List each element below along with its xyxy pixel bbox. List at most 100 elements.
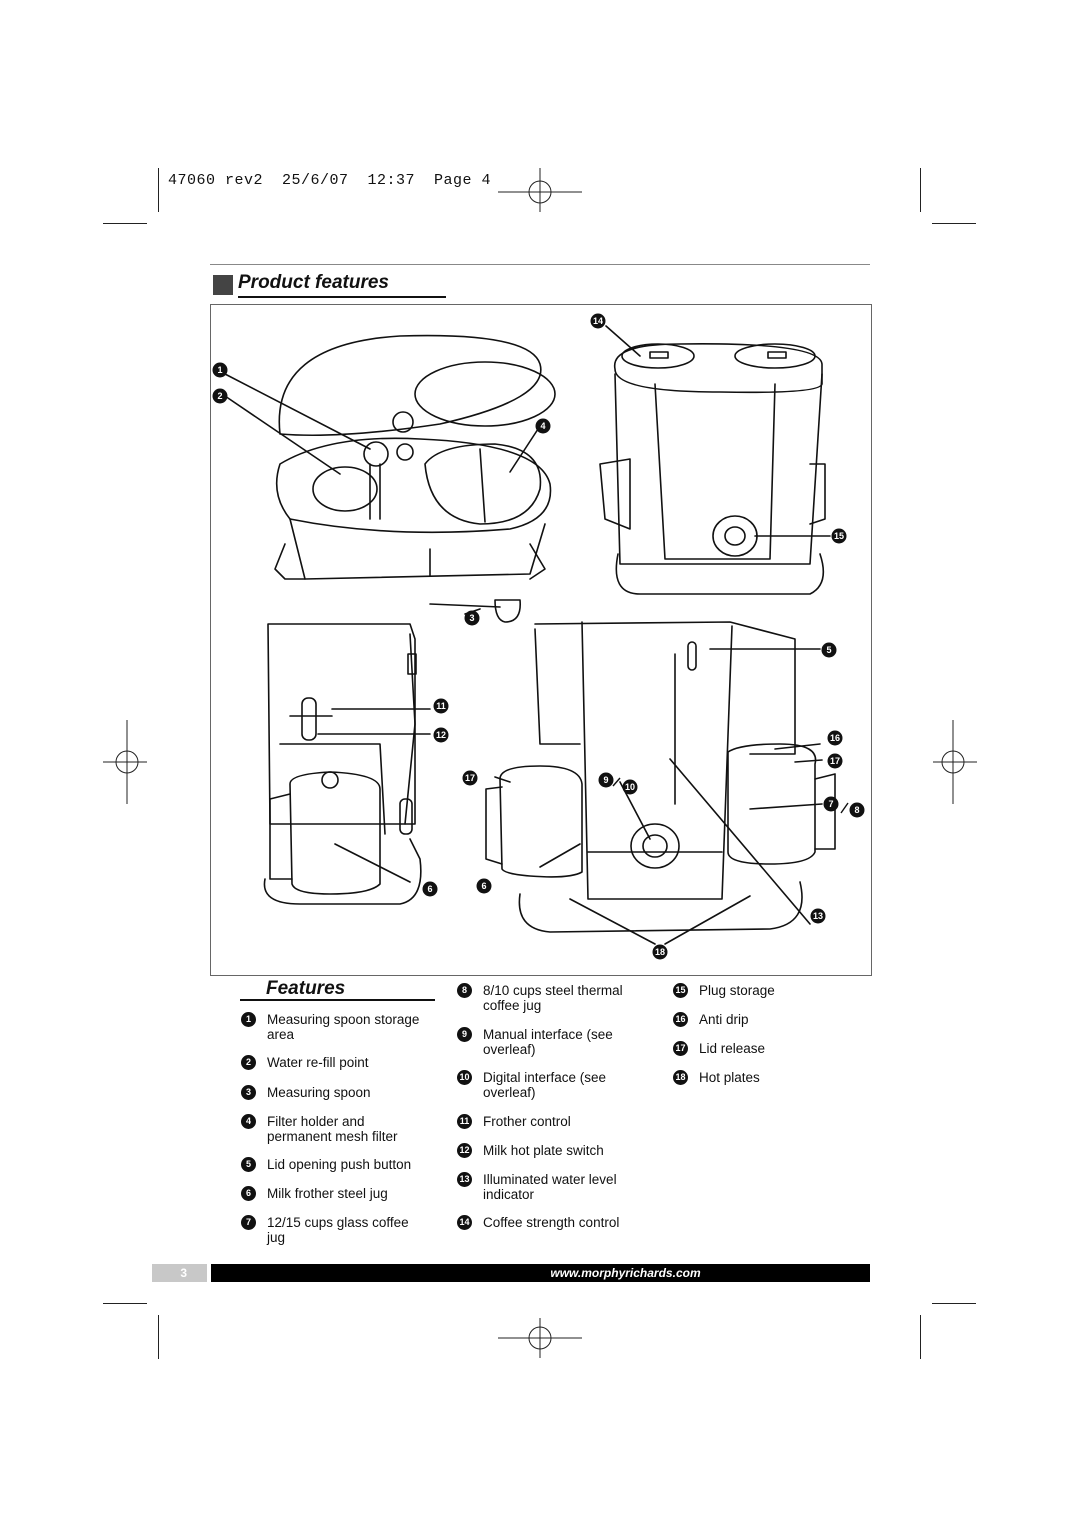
feature-item: 9 Manual interface (see overleaf): [457, 1027, 613, 1057]
svg-text:7: 7: [828, 799, 833, 809]
feature-text: Lid release: [699, 1041, 766, 1056]
callout-15: 15: [831, 528, 847, 544]
product-illustration-frame: [210, 304, 872, 976]
svg-text:6: 6: [481, 881, 486, 891]
feature-item: 6 Milk frother steel jug: [241, 1186, 388, 1201]
callout-7: 7: [823, 796, 839, 812]
feature-text: Lid opening push button: [267, 1157, 412, 1172]
feature-item: 17 Lid release: [673, 1041, 765, 1056]
feature-item: 4 Filter holder and permanent mesh filte…: [241, 1114, 398, 1144]
svg-text:17: 17: [465, 773, 475, 783]
feature-number: 3: [241, 1085, 256, 1100]
feature-text: Water re-fill point: [267, 1055, 369, 1070]
feature-number: 5: [241, 1157, 256, 1172]
feature-item: 8 8/10 cups steel thermal coffee jug: [457, 983, 623, 1013]
feature-number: 8: [457, 983, 472, 998]
header-rule: [210, 264, 870, 265]
svg-text:6: 6: [427, 884, 432, 894]
feature-item: 7 12/15 cups glass coffee jug: [241, 1215, 409, 1245]
feature-text: Manual interface (see overleaf): [483, 1027, 613, 1057]
features-underline: [240, 999, 435, 1001]
feature-text: Filter holder and permanent mesh filter: [267, 1114, 398, 1144]
svg-text:16: 16: [830, 733, 840, 743]
callout-17a: 17: [827, 753, 843, 769]
svg-text:2: 2: [217, 391, 222, 401]
callout-4: 4: [535, 418, 551, 434]
page-title: Product features: [238, 272, 389, 293]
svg-text:4: 4: [540, 421, 545, 431]
svg-text:1: 1: [217, 365, 222, 375]
feature-item: 12 Milk hot plate switch: [457, 1143, 604, 1158]
svg-text:8: 8: [854, 805, 859, 815]
feature-number: 17: [673, 1041, 688, 1056]
feature-number: 16: [673, 1012, 688, 1027]
svg-text:12: 12: [436, 730, 446, 740]
print-slug: 47060 rev2 25/6/07 12:37 Page 4: [168, 172, 492, 189]
callout-13: 13: [810, 908, 826, 924]
feature-item: 1 Measuring spoon storage area: [241, 1012, 419, 1042]
feature-text: Illuminated water level indicator: [483, 1172, 617, 1202]
feature-number: 18: [673, 1070, 688, 1085]
feature-number: 15: [673, 983, 688, 998]
feature-text: Plug storage: [699, 983, 775, 998]
callout-12: 12: [433, 727, 449, 743]
feature-number: 14: [457, 1215, 472, 1230]
callout-3: 3: [464, 610, 480, 626]
feature-number: 9: [457, 1027, 472, 1042]
svg-text:3: 3: [469, 613, 474, 623]
feature-item: 13 Illuminated water level indicator: [457, 1172, 617, 1202]
feature-item: 5 Lid opening push button: [241, 1157, 411, 1172]
feature-text: Hot plates: [699, 1070, 760, 1085]
title-underline: [238, 296, 446, 298]
feature-number: 6: [241, 1186, 256, 1201]
svg-text:5: 5: [826, 645, 831, 655]
page-number: 3: [152, 1264, 207, 1282]
feature-item: 16 Anti drip: [673, 1012, 749, 1027]
feature-item: 10 Digital interface (see overleaf): [457, 1070, 606, 1100]
feature-text: Coffee strength control: [483, 1215, 620, 1230]
feature-number: 10: [457, 1070, 472, 1085]
callout-5: 5: [821, 642, 837, 658]
feature-text: Measuring spoon: [267, 1085, 371, 1100]
callout-6a: 6: [422, 881, 438, 897]
callout-6b: 6: [476, 878, 492, 894]
feature-item: 2 Water re-fill point: [241, 1055, 369, 1070]
svg-text:10: 10: [625, 782, 635, 792]
feature-text: 8/10 cups steel thermal coffee jug: [483, 983, 623, 1013]
svg-text:14: 14: [593, 316, 603, 326]
feature-number: 4: [241, 1114, 256, 1129]
svg-text:9: 9: [603, 775, 608, 785]
feature-item: 18 Hot plates: [673, 1070, 760, 1085]
callout-1: 1: [212, 362, 228, 378]
callout-8: 8: [849, 802, 865, 818]
feature-number: 1: [241, 1012, 256, 1027]
feature-text: Anti drip: [699, 1012, 749, 1027]
feature-text: 12/15 cups glass coffee jug: [267, 1215, 409, 1245]
callout-11: 11: [433, 698, 449, 714]
feature-number: 2: [241, 1055, 256, 1070]
svg-text:13: 13: [813, 911, 823, 921]
feature-number: 11: [457, 1114, 472, 1129]
feature-item: 3 Measuring spoon: [241, 1085, 371, 1100]
section-marker: [213, 275, 233, 295]
callout-2: 2: [212, 388, 228, 404]
feature-text: Frother control: [483, 1114, 571, 1129]
callout-9: 9: [598, 772, 614, 788]
feature-text: Milk frother steel jug: [267, 1186, 388, 1201]
feature-item: 15 Plug storage: [673, 983, 775, 998]
callout-14: 14: [590, 313, 606, 329]
feature-item: 11 Frother control: [457, 1114, 571, 1129]
feature-text: Digital interface (see overleaf): [483, 1070, 607, 1100]
svg-text:15: 15: [834, 531, 844, 541]
feature-number: 13: [457, 1172, 472, 1187]
feature-number: 12: [457, 1143, 472, 1158]
callout-18: 18: [652, 944, 668, 960]
svg-text:17: 17: [830, 756, 840, 766]
feature-text: Measuring spoon storage area: [267, 1012, 420, 1042]
website-url[interactable]: www.morphyrichards.com: [550, 1266, 701, 1280]
callout-17b: 17: [462, 770, 478, 786]
svg-text:18: 18: [655, 947, 665, 957]
footer-bar: [211, 1264, 870, 1282]
product-illustration: 1 2 3 4 5 6 6 7 8 9 10 11 12 13 14 15 16…: [212, 313, 865, 960]
